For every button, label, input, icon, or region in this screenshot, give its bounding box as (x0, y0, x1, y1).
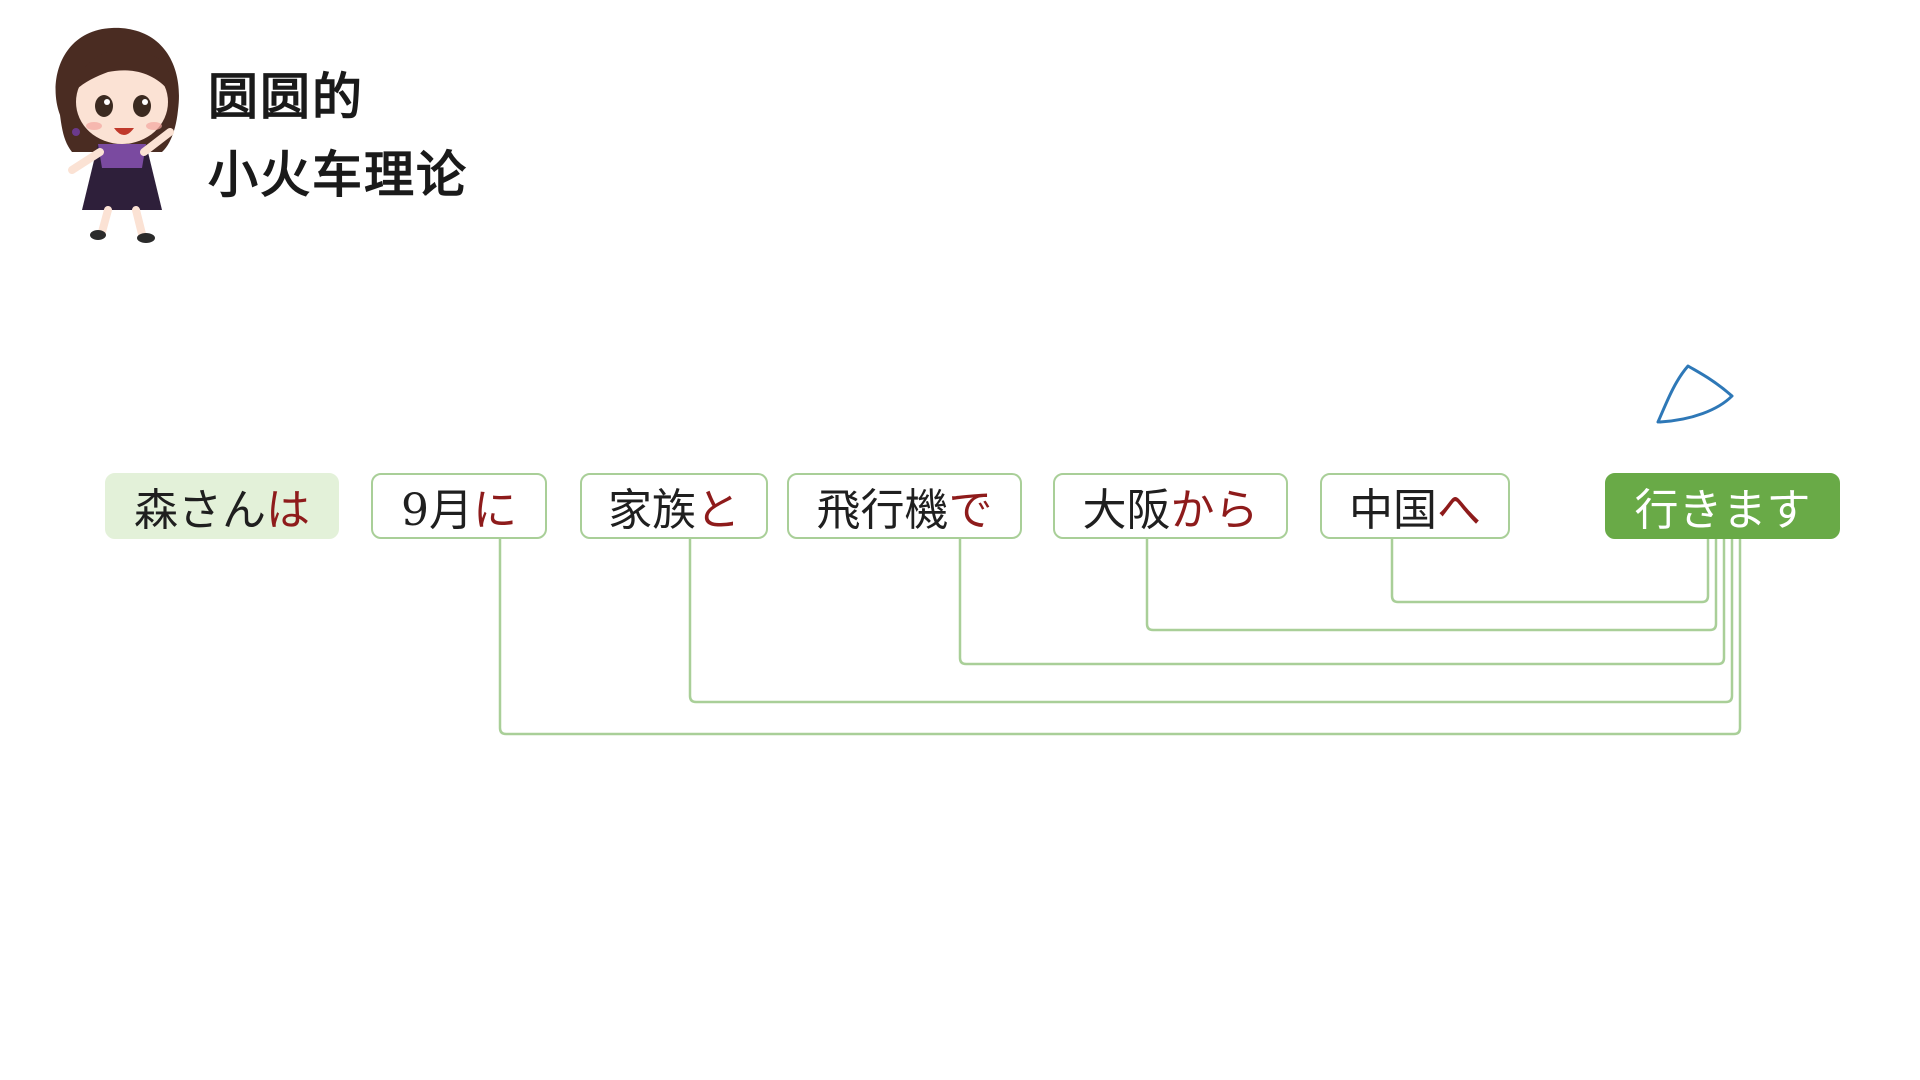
phrase-particle: で (948, 485, 993, 536)
verb-chip: 行きます (1605, 473, 1840, 539)
phrase-particle: と (696, 485, 740, 536)
phrase-chip-osaka: 大阪から (1053, 473, 1288, 539)
phrase-noun: 飛行機 (816, 485, 949, 536)
phrase-noun: 大阪 (1082, 485, 1171, 536)
connector-zhongguo (1390, 539, 1710, 604)
phrase-particle: へ (1437, 485, 1481, 536)
topic-particle: は (266, 485, 310, 536)
topic-noun: 森さん (134, 485, 266, 536)
phrase-particle: に (473, 485, 517, 536)
phrase-noun: 9月 (401, 485, 473, 536)
phrase-noun: 中国 (1349, 485, 1437, 536)
hand-drawn-triangle-icon (1656, 364, 1734, 424)
phrase-chip-zhongguo: 中国へ (1320, 473, 1510, 539)
phrase-noun: 家族 (608, 485, 696, 536)
phrase-particle: から (1170, 485, 1259, 536)
cartoon-girl-avatar (55, 27, 179, 243)
connector-kazoku (688, 539, 1734, 704)
phrase-chip-hikouki: 飛行機で (787, 473, 1022, 539)
title-line-1: 圆圆的 (208, 68, 364, 126)
title-block: 圆圆的 小火车理论 (208, 58, 468, 214)
phrase-chip-kugatsu: 9月に (371, 473, 547, 539)
connector-osaka (1145, 539, 1718, 632)
connector-kugatsu (498, 539, 1742, 736)
topic-chip: 森さんは (105, 473, 339, 539)
connector-hikouki (958, 539, 1726, 666)
title-line-2: 小火车理论 (208, 146, 468, 204)
phrase-chip-kazoku: 家族と (580, 473, 768, 539)
